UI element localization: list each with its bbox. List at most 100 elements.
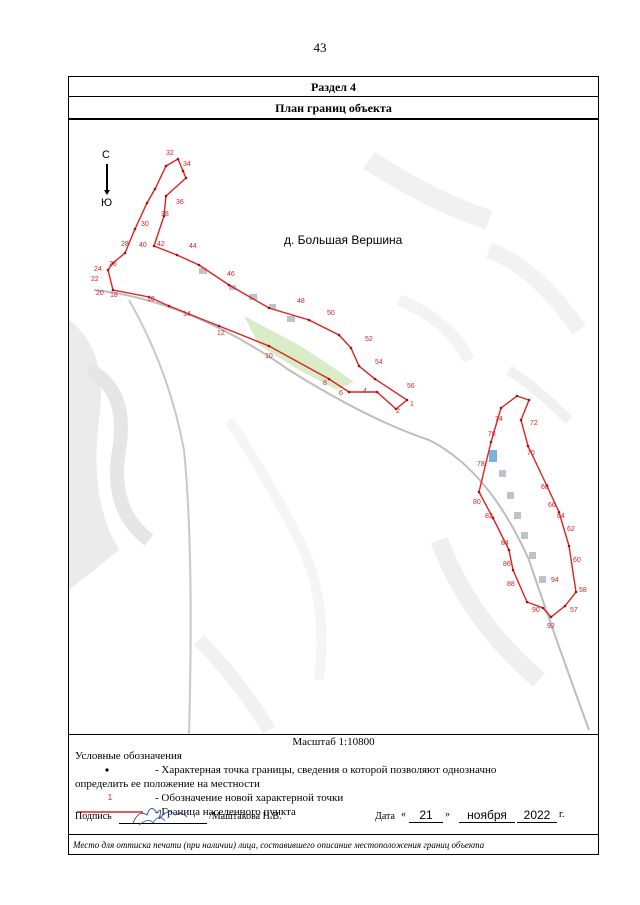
boundary-point (557, 510, 561, 514)
point-label-8: 8 (323, 380, 327, 387)
building-blocks (199, 268, 546, 583)
north-label: С (102, 149, 110, 161)
point-label-84: 84 (501, 540, 509, 547)
page-number: 43 (313, 40, 327, 55)
boundary-point (357, 364, 361, 368)
boundary-point (545, 484, 549, 488)
boundary-point (375, 390, 379, 394)
boundary-point (527, 398, 531, 402)
boundary-points (106, 157, 578, 619)
point-label-2: 2 (396, 408, 400, 415)
point-label-18: 18 (110, 292, 118, 299)
boundary-point (164, 164, 168, 168)
section-title: Раздел 4 (69, 77, 598, 97)
boundary-point (491, 516, 495, 520)
boundary-point (394, 407, 398, 411)
date-year: 2022 (517, 808, 557, 823)
point-label-28: 28 (121, 241, 129, 248)
map-scale: Масштаб 1:10800 (69, 734, 598, 749)
point-label-60: 60 (573, 557, 581, 564)
boundary-point (152, 244, 156, 248)
boundary-point (123, 251, 127, 255)
boundary-point (153, 187, 157, 191)
signature-label: Подпись (75, 811, 112, 822)
point-label-64: 64 (557, 513, 565, 520)
point-label-94: 94 (551, 577, 559, 584)
point-label-62: 62 (567, 526, 575, 533)
point-label-4: 4 (363, 388, 367, 395)
legend-new-point-row: 1 - Обозначение новой характерной точки (75, 791, 590, 805)
boundary-point (184, 176, 188, 180)
boundary-point (477, 490, 481, 494)
point-label-20: 20 (96, 290, 104, 297)
point-label-68: 68 (541, 484, 549, 491)
boundary-point (267, 344, 271, 348)
point-label-14: 14 (183, 311, 191, 318)
legend-point-row: - Характерная точка границы, сведения о … (75, 763, 590, 777)
point-label-82: 82 (485, 513, 493, 520)
legend: Условные обозначения - Характерная точка… (75, 749, 590, 819)
point-label-26: 26 (109, 261, 117, 268)
point-label-88: 88 (507, 581, 515, 588)
document-frame: Раздел 4 План границ объекта (68, 76, 599, 855)
terrain-shading (69, 151, 586, 734)
boundary-east (478, 395, 577, 618)
boundary-point (574, 590, 578, 594)
legend-point-text: - Характерная точка границы, сведения о … (155, 764, 497, 776)
legend-border-text: - Граница населенного пункта (155, 806, 296, 818)
point-label-56: 56 (407, 383, 415, 390)
south-label: Ю (101, 197, 112, 209)
river-line (93, 289, 590, 731)
boundary-point (111, 288, 115, 292)
boundary-point (405, 398, 409, 402)
point-label-44: 44 (189, 243, 197, 250)
point-label-54: 54 (375, 359, 383, 366)
date-year-suffix: г. (559, 809, 565, 820)
boundary-point (197, 263, 201, 267)
boundary-point (511, 568, 515, 572)
point-label-22: 22 (91, 276, 99, 283)
legend-title: Условные обозначения (75, 750, 182, 762)
border-line-icon (77, 811, 143, 813)
boundary-point (525, 600, 529, 604)
point-label-92: 92 (547, 623, 555, 630)
signer-name: /Маштакова Н.В. (209, 811, 282, 822)
boundary-point (337, 333, 341, 337)
point-label-78: 78 (477, 461, 485, 468)
boundary-point (217, 324, 221, 328)
point-label-80: 80 (473, 499, 481, 506)
settlement-label: д. Большая Вершина (284, 233, 403, 247)
point-label-34: 34 (183, 161, 191, 168)
signature-block: Подпись /Маштакова Н.В. Дата « 21 » нояб… (75, 807, 590, 829)
point-label-86: 86 (503, 561, 511, 568)
point-label-48: 48 (297, 298, 305, 305)
boundary-point (307, 318, 311, 322)
date-day: 21 (409, 808, 443, 823)
boundary-point (526, 444, 530, 448)
point-label-1: 1 (410, 401, 414, 408)
point-label-24: 24 (94, 266, 102, 273)
boundary-point (541, 606, 545, 610)
point-symbol-icon (105, 768, 109, 772)
boundary-point (176, 157, 180, 161)
footer-note: Место для оттиска печати (при наличии) л… (69, 834, 598, 854)
legend-new-point-text: - Обозначение новой характерной точки (155, 792, 344, 804)
boundary-point (349, 346, 353, 350)
point-label-66: 66 (548, 502, 556, 509)
legend-border-row: - Граница населенного пункта (75, 805, 590, 819)
point-label-74: 74 (495, 416, 503, 423)
boundary-point (563, 604, 567, 608)
boundary-point (489, 440, 493, 444)
boundary-point (145, 201, 149, 205)
point-label-90: 90 (532, 607, 540, 614)
point-label-38: 38 (161, 211, 169, 218)
boundary-point (175, 253, 179, 257)
boundary-point (507, 548, 511, 552)
plan-title: План границ объекта (69, 97, 598, 119)
map-svg: С Ю д. Большая Вершина 12468101214161820… (69, 149, 590, 734)
point-label-50: 50 (327, 310, 335, 317)
date-quote-close: » (445, 809, 450, 820)
boundary-point (164, 194, 168, 198)
